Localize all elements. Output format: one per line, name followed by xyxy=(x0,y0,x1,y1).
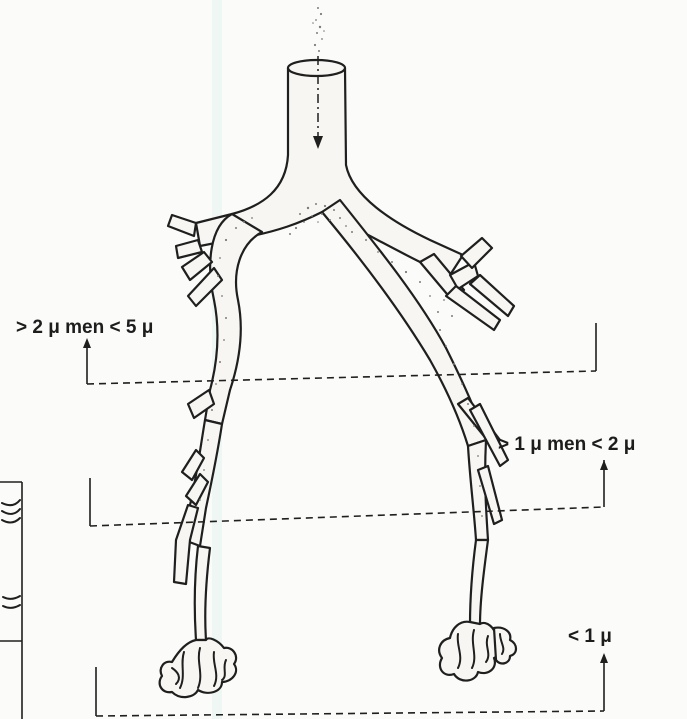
left-alveoli xyxy=(160,638,236,697)
arrow-up-icon xyxy=(83,338,91,348)
arrow-up-icon xyxy=(600,653,608,663)
right-alveoli xyxy=(439,622,516,681)
zone-label-upper: > 2 μ men < 5 μ xyxy=(16,317,153,338)
arrow-up-icon xyxy=(600,460,608,470)
bracket-upper xyxy=(83,323,596,384)
bracket-middle xyxy=(90,460,608,526)
zone-label-lower: < 1 μ xyxy=(568,626,612,647)
right-bronchus xyxy=(322,200,514,625)
aerosol-particles xyxy=(312,7,325,52)
trachea-opening xyxy=(288,60,345,76)
left-edge-frame xyxy=(0,482,22,719)
zone-label-middle: > 1 μ men < 2 μ xyxy=(498,434,635,455)
